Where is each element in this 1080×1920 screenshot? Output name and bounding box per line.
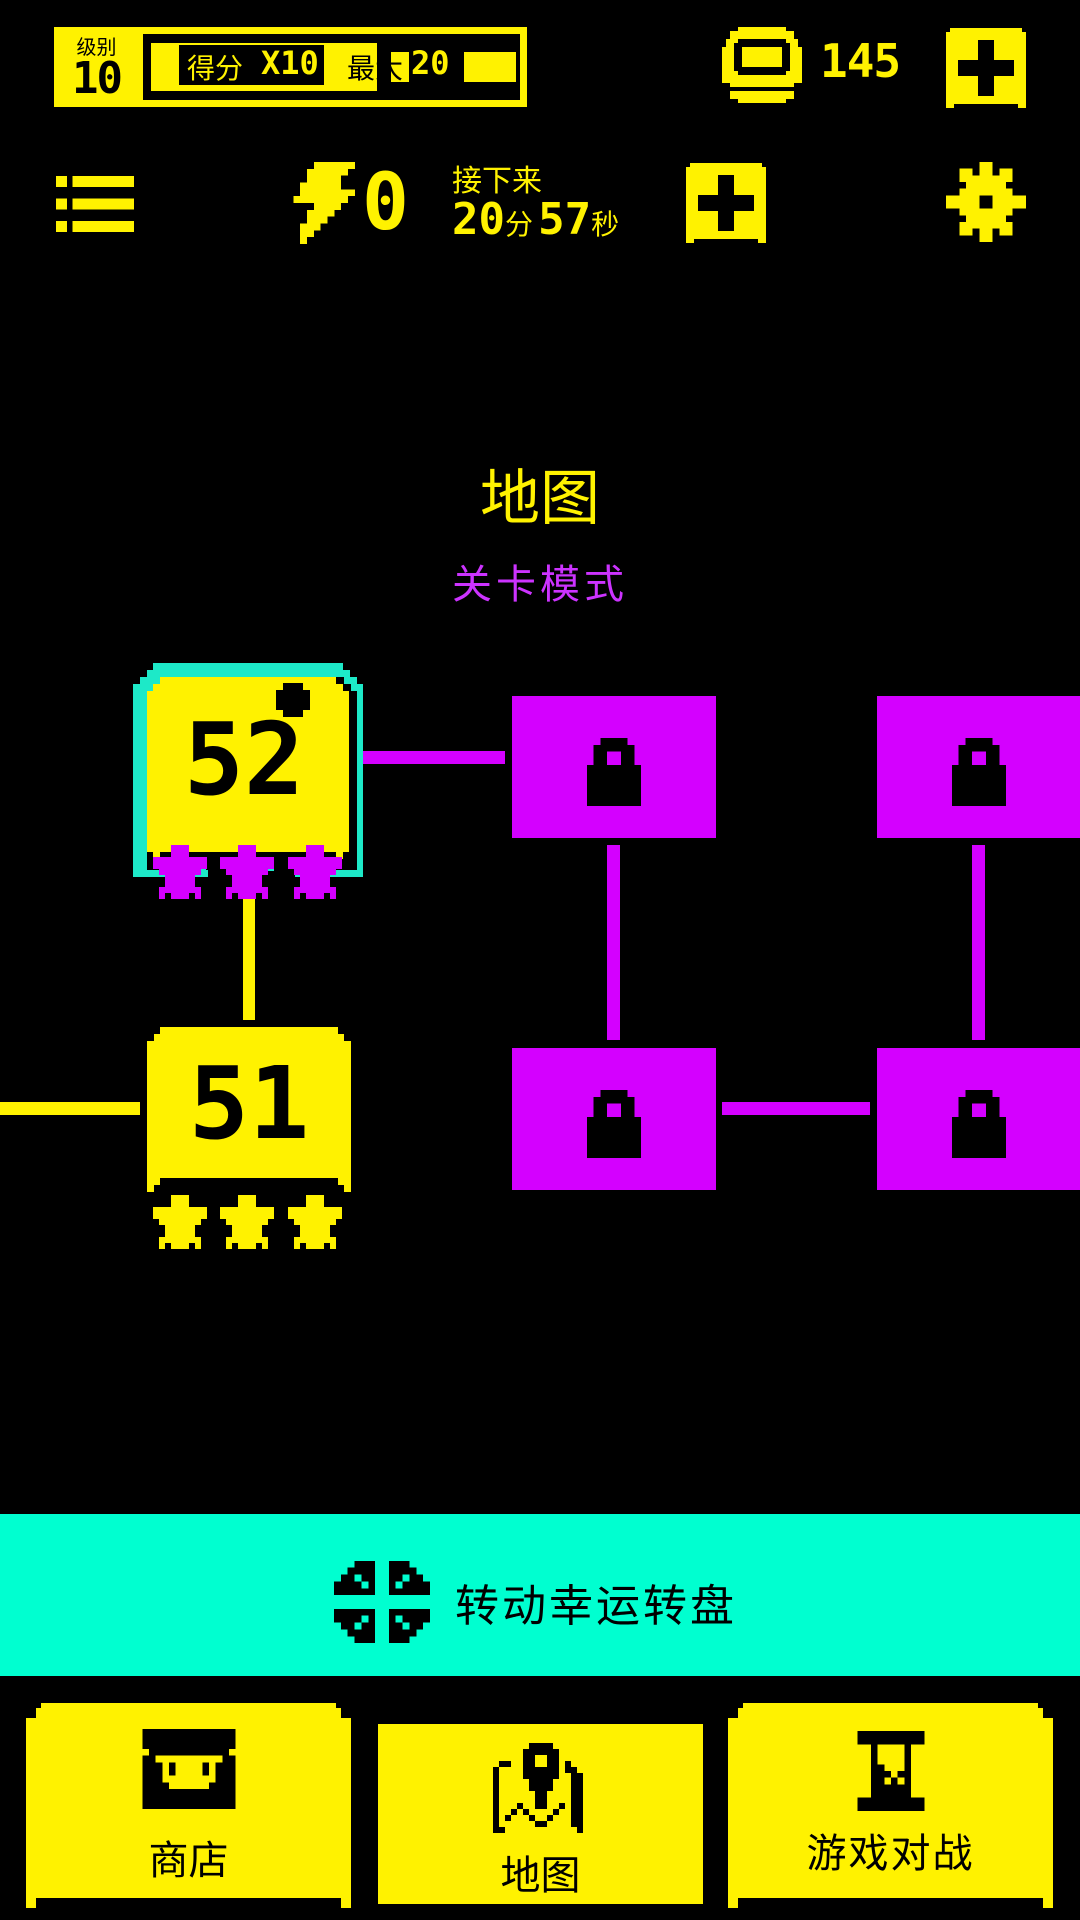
path-connector xyxy=(607,845,620,1040)
refill-timer: 20分 57秒 xyxy=(452,194,619,245)
shop-icon xyxy=(142,1729,236,1809)
locked-level-node[interactable] xyxy=(512,1048,716,1190)
timer-seconds: 57 xyxy=(538,194,592,245)
star-icon xyxy=(288,845,342,899)
locked-level-node[interactable] xyxy=(512,696,716,838)
map-pin-icon xyxy=(493,1743,583,1833)
path-connector xyxy=(0,1102,140,1115)
score-progress-bar: 得分 X10 最大 20 xyxy=(136,27,527,107)
level-value: 10 xyxy=(72,53,123,104)
star-rating xyxy=(153,1187,353,1249)
level-number: 51 xyxy=(188,1045,310,1162)
lightning-icon xyxy=(293,162,355,244)
nav-battle[interactable]: 游戏对战 xyxy=(728,1703,1053,1908)
lock-icon xyxy=(586,1090,642,1158)
locked-level-node[interactable] xyxy=(877,696,1080,838)
nav-shop[interactable]: 商店 xyxy=(26,1703,351,1908)
nav-map-label: 地图 xyxy=(500,1853,581,1899)
level-node-frame xyxy=(147,1027,351,1192)
nav-shop-label: 商店 xyxy=(148,1838,229,1884)
level-label: 级别 xyxy=(76,35,117,59)
nav-battle-label: 游戏对战 xyxy=(806,1831,975,1877)
page-title: 地图 xyxy=(480,464,600,534)
lock-icon xyxy=(586,738,642,806)
lock-icon xyxy=(951,738,1007,806)
star-icon xyxy=(220,845,274,899)
level-number: 52 xyxy=(183,701,305,818)
locked-level-node[interactable] xyxy=(877,1048,1080,1190)
star-icon xyxy=(153,1195,207,1249)
spin-wheel-label: 转动幸运转盘 xyxy=(455,1581,737,1632)
mode-subtitle: 关卡模式 xyxy=(452,562,628,608)
nav-map[interactable]: 地图 xyxy=(378,1703,703,1908)
level-node-51[interactable]: 51 xyxy=(147,1027,353,1249)
timer-seconds-unit: 秒 xyxy=(591,208,620,241)
timer-minutes: 20 xyxy=(452,194,505,245)
score-label: 得分 xyxy=(187,52,244,85)
wheel-icon xyxy=(334,1560,430,1644)
lock-icon xyxy=(951,1090,1007,1158)
coin-count: 145 xyxy=(820,34,901,88)
star-icon xyxy=(220,1195,274,1249)
path-connector xyxy=(243,893,255,1020)
path-connector xyxy=(722,1102,870,1115)
energy-value: 0 xyxy=(362,158,409,248)
spin-wheel-button[interactable]: 转动幸运转盘 xyxy=(0,1514,1080,1676)
timer-minutes-unit: 分 xyxy=(504,208,533,241)
path-connector xyxy=(363,751,505,764)
add-coins-button[interactable] xyxy=(946,27,1026,109)
level-node-52[interactable]: 52 xyxy=(133,663,363,899)
list-icon[interactable] xyxy=(54,176,136,232)
add-energy-button[interactable] xyxy=(686,162,766,244)
path-connector xyxy=(972,845,985,1040)
gear-icon[interactable] xyxy=(946,162,1026,242)
star-rating xyxy=(153,835,353,899)
star-icon xyxy=(288,1195,342,1249)
max-value: 20 xyxy=(411,44,450,82)
max-label: 最大 xyxy=(347,52,404,85)
next-refill-label: 接下来 xyxy=(452,164,542,199)
star-icon xyxy=(153,845,207,899)
score-multiplier: X10 xyxy=(261,44,319,82)
coin-icon xyxy=(722,27,802,103)
tower-icon xyxy=(857,1731,925,1811)
level-badge: 级别 10 xyxy=(54,27,139,107)
